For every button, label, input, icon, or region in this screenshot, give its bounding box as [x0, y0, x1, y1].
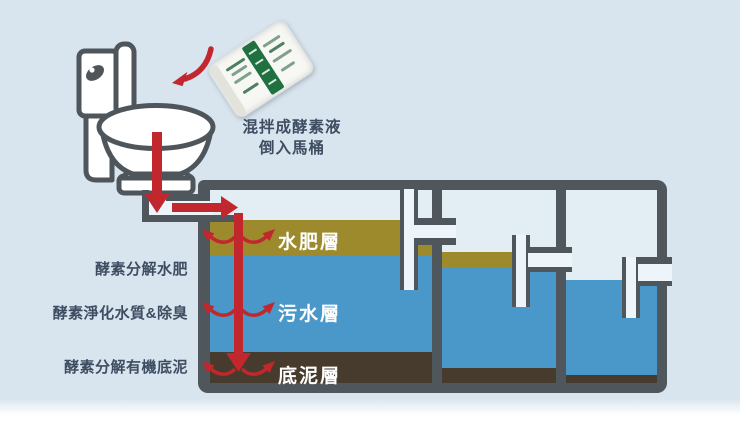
chamber1-water-layer [210, 256, 432, 352]
tank-chamber-3 [566, 190, 657, 383]
packet-instruction-note: 混拌成酵素液 倒入馬桶 [228, 117, 356, 159]
baffle2-wall-passage [528, 247, 572, 272]
baffle3-vertical-pipe [622, 257, 640, 318]
tank-chamber-2 [442, 190, 556, 383]
layer-label-scum: 水肥層 [278, 232, 342, 253]
chamber2-sludge-layer [442, 368, 556, 383]
process-label-scum: 酵素分解水肥 [94, 261, 188, 278]
layer-label-water: 污水層 [278, 304, 342, 325]
bottom-fade [0, 398, 740, 422]
note-line-2: 倒入馬桶 [258, 140, 325, 157]
note-line-1: 混拌成酵素液 [242, 119, 342, 136]
chamber3-sludge-layer [566, 375, 657, 383]
inlet-pipe-left-wall [142, 190, 149, 222]
inlet-pipe-top-wall [166, 194, 210, 201]
packet-seal-edge [208, 63, 248, 118]
inlet-channel-interior [149, 201, 213, 215]
chamber2-air-space [442, 190, 556, 252]
inlet-pipe-bottom-wall [142, 215, 236, 222]
enzyme-packet-icon [205, 17, 317, 121]
baffle1-wall-passage [414, 218, 456, 245]
baffle3-outlet-passage [638, 257, 672, 286]
chamber1-air-space [210, 190, 432, 220]
process-label-water: 酵素淨化水質&除臭 [52, 305, 188, 322]
layer-label-sludge: 底泥層 [278, 366, 342, 387]
tank-chamber-1 [210, 190, 432, 383]
enzyme-packet-body [205, 17, 317, 121]
chamber2-water-layer [442, 267, 556, 368]
chamber3-water-layer [566, 280, 657, 375]
toilet-bowl-rim [96, 103, 216, 151]
toilet-icon [76, 41, 216, 196]
process-label-sludge: 酵素分解有機底泥 [63, 359, 188, 376]
toilet-cistern [76, 48, 121, 119]
toilet-flush-handle-dot [89, 67, 95, 73]
